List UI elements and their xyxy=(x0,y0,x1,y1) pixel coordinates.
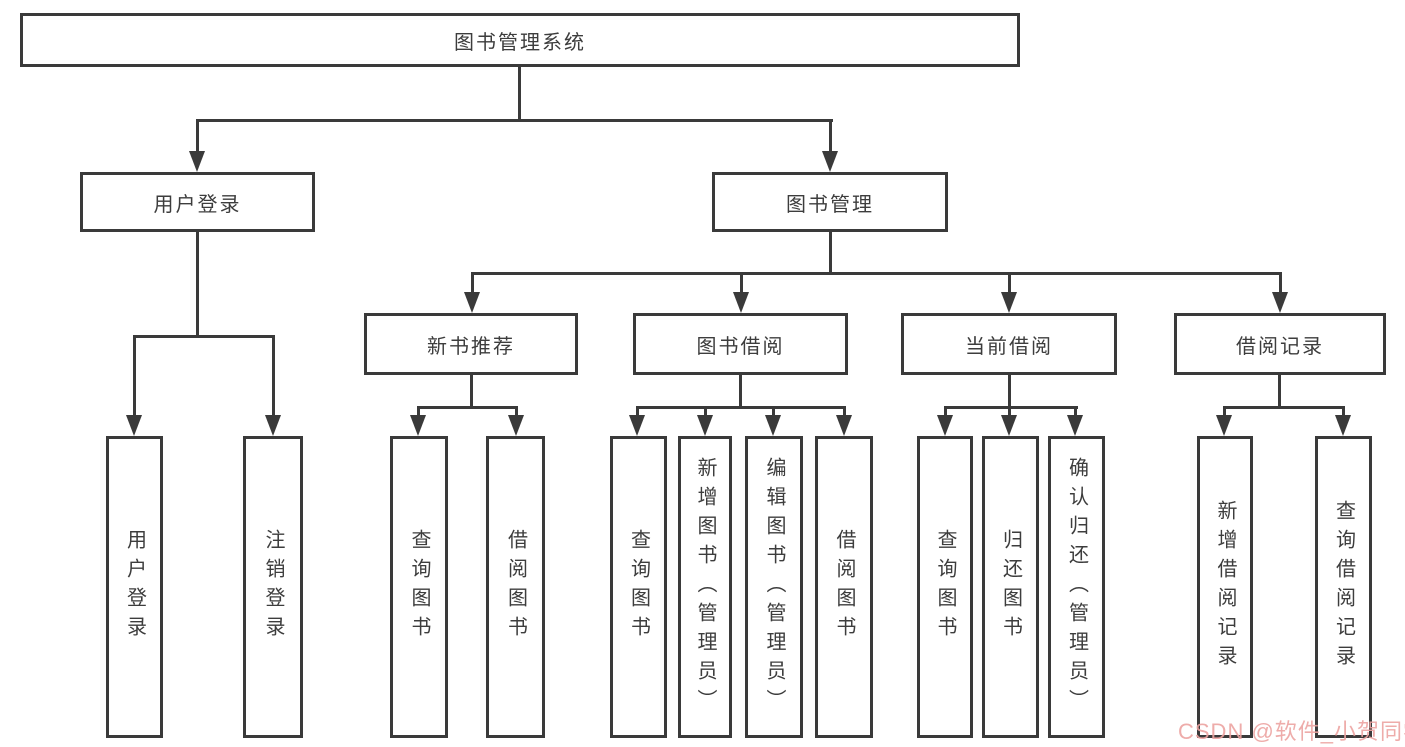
connector-line xyxy=(740,272,743,296)
connector-line xyxy=(470,375,473,406)
leaf-label: 新增借阅记录 xyxy=(1214,500,1236,674)
node-label: 用户登录 xyxy=(153,193,242,216)
arrow-down-icon xyxy=(697,415,713,436)
node-label: 借阅记录 xyxy=(1236,335,1324,358)
connector-line xyxy=(1008,406,1011,420)
leaf-query-borrow-record: 查询借阅记录 xyxy=(1315,436,1372,738)
arrow-down-icon xyxy=(1216,415,1232,436)
leaf-label: 查询图书 xyxy=(408,529,430,645)
connector-line xyxy=(636,406,846,409)
connector-line xyxy=(636,406,639,420)
connector-line xyxy=(944,406,1078,409)
connector-line xyxy=(196,119,199,155)
node-label: 图书管理系统 xyxy=(454,31,586,54)
leaf-query-books-2: 查询图书 xyxy=(610,436,667,738)
connector-line xyxy=(518,67,521,119)
arrow-down-icon xyxy=(765,415,781,436)
connector-line xyxy=(704,406,707,420)
leaf-return-books: 归还图书 xyxy=(982,436,1039,738)
leaf-query-books-3: 查询图书 xyxy=(917,436,973,738)
arrow-down-icon xyxy=(265,415,281,436)
arrow-down-icon xyxy=(1001,415,1017,436)
leaf-label: 查询借阅记录 xyxy=(1332,500,1355,674)
arrow-down-icon xyxy=(822,151,838,172)
connector-line xyxy=(829,119,832,155)
leaf-label: 注销登录 xyxy=(262,529,284,645)
arrow-down-icon xyxy=(126,415,142,436)
arrow-down-icon xyxy=(1001,292,1017,313)
arrow-down-icon xyxy=(508,415,524,436)
leaf-label: 查询图书 xyxy=(627,529,650,645)
connector-line xyxy=(1008,375,1011,406)
leaf-query-books-1: 查询图书 xyxy=(390,436,448,738)
leaf-label: 借阅图书 xyxy=(833,529,855,645)
leaf-label: 查询图书 xyxy=(934,529,956,645)
leaf-add-borrow-record: 新增借阅记录 xyxy=(1197,436,1253,738)
connector-line xyxy=(843,406,846,420)
leaf-add-books-admin: 新增图书（管理员） xyxy=(678,436,732,738)
arrow-down-icon xyxy=(1272,292,1288,313)
arrow-down-icon xyxy=(189,151,205,172)
connector-line xyxy=(515,406,518,420)
leaf-borrow-books-1: 借阅图书 xyxy=(486,436,545,738)
connector-line xyxy=(272,335,275,420)
node-user-login: 用户登录 xyxy=(80,172,315,232)
connector-line xyxy=(772,406,775,420)
leaf-label: 确认归还（管理员） xyxy=(1065,456,1088,718)
node-current-borrowing: 当前借阅 xyxy=(901,313,1117,375)
arrow-down-icon xyxy=(629,415,645,436)
arrow-down-icon xyxy=(410,415,426,436)
connector-line xyxy=(1074,406,1077,420)
connector-line xyxy=(1223,406,1226,420)
connector-line xyxy=(739,375,742,406)
csdn-watermark: CSDN @软件_小贺同学 xyxy=(1178,719,1405,744)
leaf-confirm-return-admin: 确认归还（管理员） xyxy=(1048,436,1105,738)
connector-line xyxy=(1008,272,1011,296)
leaf-logout: 注销登录 xyxy=(243,436,303,738)
arrow-down-icon xyxy=(937,415,953,436)
leaf-label: 归还图书 xyxy=(999,529,1022,645)
arrow-down-icon xyxy=(1067,415,1083,436)
connector-line xyxy=(196,119,833,122)
leaf-label: 编辑图书（管理员） xyxy=(763,456,785,718)
arrow-down-icon xyxy=(733,292,749,313)
connector-line xyxy=(133,335,136,420)
connector-line xyxy=(944,406,947,420)
node-label: 图书借阅 xyxy=(696,335,785,358)
arrow-down-icon xyxy=(1335,415,1351,436)
node-book-borrowing: 图书借阅 xyxy=(633,313,848,375)
node-borrowing-records: 借阅记录 xyxy=(1174,313,1386,375)
leaf-label: 借阅图书 xyxy=(504,529,527,645)
node-book-management: 图书管理 xyxy=(712,172,948,232)
connector-line xyxy=(829,232,832,272)
leaf-label: 用户登录 xyxy=(123,529,146,645)
connector-line xyxy=(133,335,275,338)
connector-line xyxy=(471,272,474,296)
leaf-borrow-books-2: 借阅图书 xyxy=(815,436,873,738)
connector-line xyxy=(1342,406,1345,420)
arrow-down-icon xyxy=(464,292,480,313)
node-label: 当前借阅 xyxy=(965,335,1053,358)
connector-line xyxy=(1223,406,1345,409)
leaf-edit-books-admin: 编辑图书（管理员） xyxy=(745,436,803,738)
connector-line xyxy=(417,406,518,409)
node-label: 图书管理 xyxy=(786,193,874,216)
node-library-management-system: 图书管理系统 xyxy=(20,13,1020,67)
connector-line xyxy=(471,272,1282,275)
connector-line xyxy=(417,406,420,420)
connector-line xyxy=(1279,272,1282,296)
arrow-down-icon xyxy=(836,415,852,436)
leaf-user-login: 用户登录 xyxy=(106,436,163,738)
leaf-label: 新增图书（管理员） xyxy=(694,456,716,718)
connector-line xyxy=(196,232,199,335)
node-new-book-recommendation: 新书推荐 xyxy=(364,313,578,375)
connector-line xyxy=(1278,375,1281,406)
node-label: 新书推荐 xyxy=(427,335,515,358)
